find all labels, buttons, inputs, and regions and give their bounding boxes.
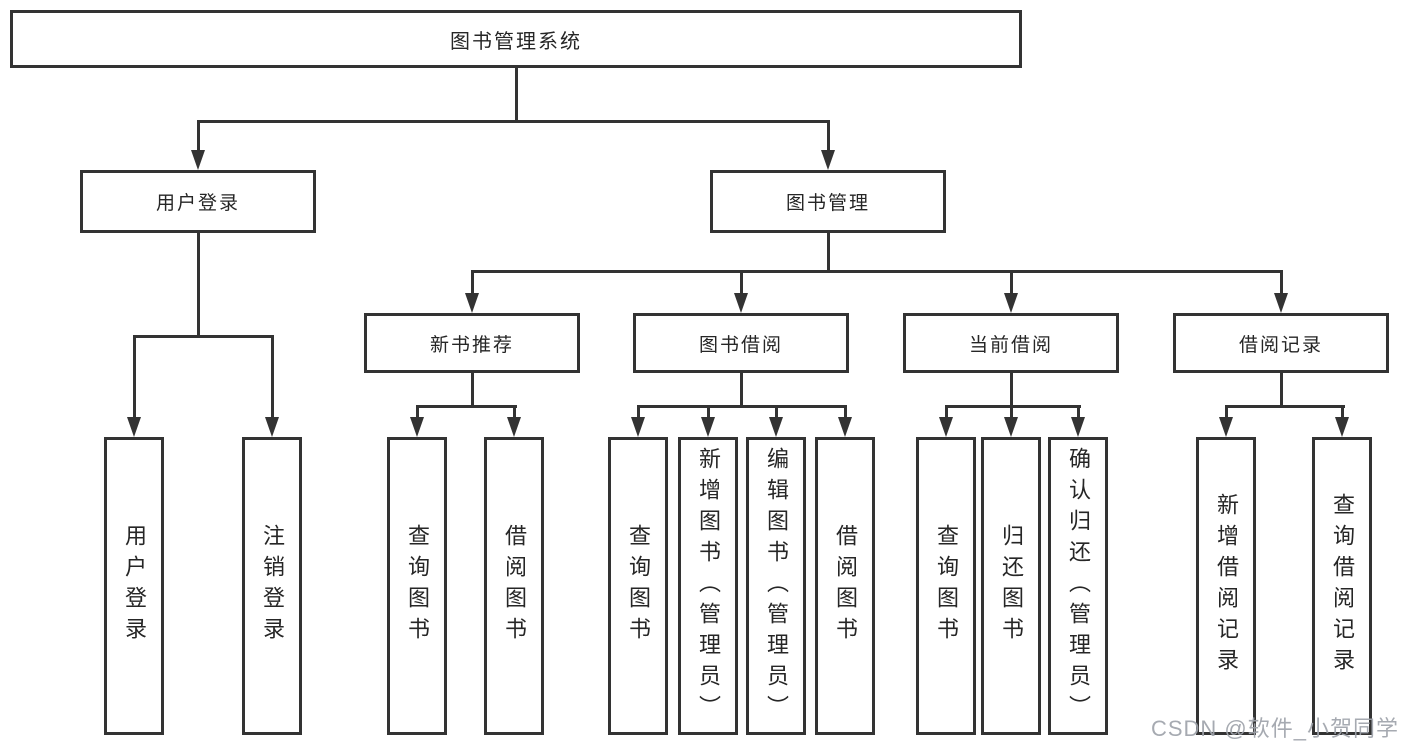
node-leaf-edit-books-admin: 编辑图书（管理员）: [746, 437, 806, 735]
connector-line: [470, 270, 474, 295]
connector-line: [415, 405, 517, 408]
arrow-down-icon: [821, 150, 835, 170]
node-current-borrowing: 当前借阅: [903, 313, 1119, 373]
node-label: 当前借阅: [968, 334, 1053, 356]
arrow-down-icon: [507, 417, 521, 437]
connector-line: [1340, 405, 1344, 419]
node-label: 查询图书: [934, 524, 959, 648]
node-label: 借阅记录: [1238, 334, 1323, 356]
connector-line: [196, 120, 830, 123]
node-leaf-borrow-books-recommend: 借阅图书: [484, 437, 544, 735]
connector-line: [1224, 405, 1345, 408]
arrow-down-icon: [631, 417, 645, 437]
connector-line: [415, 405, 419, 419]
node-label: 查询借阅记录: [1330, 493, 1355, 679]
arrow-down-icon: [1071, 417, 1085, 437]
connector-line: [1076, 405, 1080, 419]
node-label: 新增图书（管理员）: [696, 446, 721, 726]
connector-line: [470, 373, 474, 405]
arrow-down-icon: [1274, 293, 1288, 313]
node-label: 归还图书: [999, 524, 1024, 648]
arrow-down-icon: [127, 417, 141, 437]
connector-line: [196, 233, 200, 335]
connector-line: [1009, 270, 1013, 295]
node-library-management-system: 图书管理系统: [10, 10, 1022, 68]
connector-line: [514, 68, 518, 120]
connector-line: [270, 335, 274, 419]
connector-line: [636, 405, 847, 408]
arrow-down-icon: [939, 417, 953, 437]
node-label: 借阅图书: [833, 524, 858, 648]
node-user-login: 用户登录: [80, 170, 316, 233]
node-label: 图书管理系统: [450, 30, 582, 53]
node-leaf-add-borrow-record: 新增借阅记录: [1196, 437, 1256, 735]
watermark: CSDN @软件_小贺同学: [1150, 716, 1399, 741]
node-label: 图书借阅: [698, 334, 783, 356]
node-label: 查询图书: [405, 524, 430, 648]
connector-line: [1279, 373, 1283, 405]
arrow-down-icon: [1004, 417, 1018, 437]
node-leaf-user-login: 用户登录: [104, 437, 164, 735]
connector-line: [826, 120, 830, 152]
connector-line: [739, 373, 743, 405]
arrow-down-icon: [769, 417, 783, 437]
node-leaf-query-books-recommend: 查询图书: [387, 437, 447, 735]
connector-line: [132, 335, 274, 338]
node-leaf-return-books: 归还图书: [981, 437, 1041, 735]
arrow-down-icon: [838, 417, 852, 437]
connector-line: [1009, 373, 1013, 405]
connector-line: [470, 270, 1283, 273]
node-leaf-query-books-borrowing: 查询图书: [608, 437, 668, 735]
connector-line: [512, 405, 516, 419]
connector-line: [1279, 270, 1283, 295]
connector-line: [774, 405, 778, 419]
node-book-borrowing: 图书借阅: [633, 313, 849, 373]
arrow-down-icon: [465, 293, 479, 313]
arrow-down-icon: [1335, 417, 1349, 437]
node-label: 新书推荐: [429, 334, 514, 356]
node-leaf-query-books-current: 查询图书: [916, 437, 976, 735]
node-leaf-logout: 注销登录: [242, 437, 302, 735]
node-book-management: 图书管理: [710, 170, 946, 233]
node-leaf-borrow-books-borrowing: 借阅图书: [815, 437, 875, 735]
node-label: 查询图书: [626, 524, 651, 648]
node-label: 注销登录: [260, 524, 285, 648]
arrow-down-icon: [1004, 293, 1018, 313]
arrow-down-icon: [265, 417, 279, 437]
node-borrowing-records: 借阅记录: [1173, 313, 1389, 373]
connector-line: [843, 405, 847, 419]
arrow-down-icon: [701, 417, 715, 437]
node-new-book-recommendation: 新书推荐: [364, 313, 580, 373]
node-label: 用户登录: [155, 193, 240, 214]
connector-line: [196, 120, 200, 152]
connector-line: [706, 405, 710, 419]
node-label: 用户登录: [122, 524, 147, 648]
connector-line: [636, 405, 640, 419]
node-label: 编辑图书（管理员）: [764, 446, 789, 726]
connector-line: [826, 233, 830, 270]
node-label: 新增借阅记录: [1214, 493, 1239, 679]
node-leaf-add-books-admin: 新增图书（管理员）: [678, 437, 738, 735]
arrow-down-icon: [191, 150, 205, 170]
node-leaf-query-borrow-record: 查询借阅记录: [1312, 437, 1372, 735]
connector-line: [1009, 405, 1013, 419]
connector-line: [132, 335, 136, 419]
arrow-down-icon: [1219, 417, 1233, 437]
connector-line: [1224, 405, 1228, 419]
node-leaf-confirm-return-admin: 确认归还（管理员）: [1048, 437, 1108, 735]
connector-line: [944, 405, 1081, 408]
node-label: 借阅图书: [502, 524, 527, 648]
node-label: 确认归还（管理员）: [1066, 446, 1091, 726]
connector-line: [944, 405, 948, 419]
arrow-down-icon: [734, 293, 748, 313]
node-label: 图书管理: [785, 193, 870, 214]
arrow-down-icon: [410, 417, 424, 437]
connector-line: [739, 270, 743, 295]
